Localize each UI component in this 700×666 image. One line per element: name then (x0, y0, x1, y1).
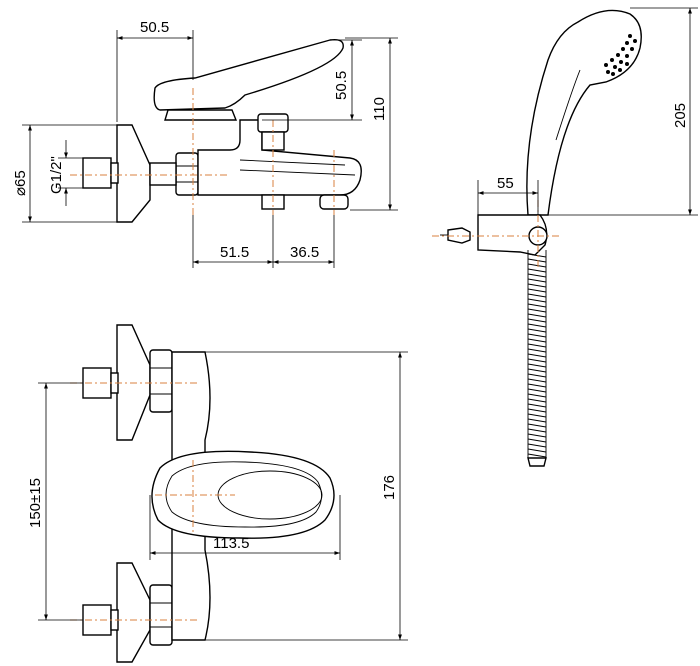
shower-hose (527, 250, 547, 467)
dim-outlet-spacing-b: 36.5 (290, 244, 319, 261)
dim-side-lever-height: 50.5 (333, 71, 350, 100)
top-view: 150±15 176 113.5 (27, 324, 408, 663)
dim-shower-holder-offset: 55 (497, 175, 514, 192)
hex-nut (175, 152, 199, 196)
inlet-connector (82, 157, 112, 189)
hand-shower-view: 205 55 (432, 7, 698, 467)
mixer-body (197, 119, 362, 196)
dim-thread: G1/2" (48, 156, 65, 194)
lower-flange (116, 562, 151, 663)
side-view: 50.5 50.5 110 ⌀65 G1/2" 51.5 36.5 (12, 19, 398, 268)
dim-inlet-spacing: 150±15 (27, 478, 44, 528)
dim-side-total-height: 110 (371, 97, 388, 121)
lever-handle (153, 38, 344, 111)
shower-handset (526, 9, 642, 216)
dim-flange-diameter: ⌀65 (12, 170, 29, 196)
dim-body-length: 176 (381, 475, 398, 500)
wall-flange (116, 124, 151, 223)
top-lever (151, 450, 335, 539)
dim-outlet-spacing-a: 51.5 (220, 244, 249, 261)
spray-nozzles (604, 34, 637, 76)
dim-side-lever-offset: 50.5 (140, 19, 169, 36)
dim-body-depth: 113.5 (213, 535, 249, 552)
dim-shower-length: 205 (672, 103, 689, 128)
